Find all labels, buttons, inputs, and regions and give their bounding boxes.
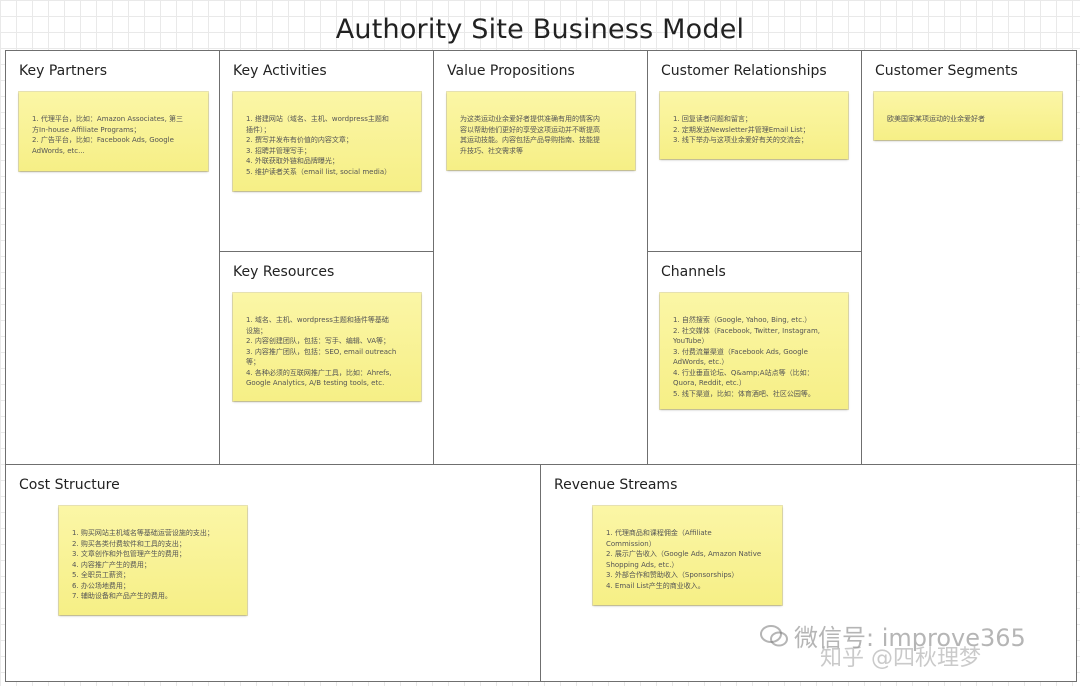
note-line: 5. 维护读者关系（email list, social media）: [246, 167, 392, 176]
channels-label: Channels: [661, 264, 726, 280]
note-line: 3. 文章创作和外包管理产生的费用；: [72, 550, 186, 558]
note-line: 1. 代理平台，比如：Amazon Associates, 第三: [32, 115, 184, 123]
key-activities-cell: Key Activities 1. 搭建网站（域名、主机、wordpress主题…: [219, 50, 435, 253]
cost-structure-note[interactable]: 1. 购买网站主机域名等基础运营设施的支出； 2. 购买各类付费软件和工具的支出；…: [59, 506, 247, 615]
key-resources-label: Key Resources: [233, 264, 335, 280]
note-line: 3. 外部合作和赞助收入（Sponsorships）: [606, 571, 739, 579]
value-propositions-cell: Value Propositions 为这类运动业余爱好者提供准确有用的情客内容…: [433, 50, 649, 466]
note-line: 4. Email List产生的商业收入。: [606, 581, 705, 590]
note-line: 3. 招聘并管理写手；: [246, 146, 311, 155]
note-line: 1. 搭建网站（域名、主机、wordpress主题和: [246, 115, 389, 123]
note-line: AdWords, etc...: [32, 146, 85, 155]
note-line: 4. 外联获取外链和品牌曝光；: [246, 157, 339, 165]
note-line: 1. 回复读者问题和留言；: [673, 115, 752, 123]
note-line: Commission）: [606, 539, 656, 548]
note-line: 其运动技能。内容包括产品导购指南、技能提: [460, 136, 600, 144]
note-line: 升技巧、社交需求等: [460, 146, 523, 155]
cost-structure-label: Cost Structure: [19, 477, 120, 493]
customer-segments-label: Customer Segments: [875, 63, 1018, 79]
note-line: Quora, Reddit, etc.）: [673, 379, 746, 387]
note-line: 4. 行业垂直论坛、Q&amp;A站点等（比如：: [673, 368, 814, 377]
wechat-icon: [760, 624, 788, 647]
note-line: 5. 全职员工薪资；: [72, 571, 130, 579]
note-line: 插件）；: [246, 125, 271, 134]
revenue-streams-label: Revenue Streams: [554, 477, 678, 493]
note-line: 1. 代理商品和课程佣金（Affiliate: [606, 529, 712, 537]
note-line: YouTube）: [673, 337, 709, 345]
note-line: 2. 购买各类付费软件和工具的支出；: [72, 539, 186, 548]
note-line: 3. 付费流量渠道（Facebook Ads, Google: [673, 347, 808, 356]
note-line: 设施；: [246, 326, 267, 335]
note-line: 3. 内容推广团队，包括：SEO, email outreach: [246, 347, 397, 356]
note-line: 2. 广告平台，比如：Facebook Ads, Google: [32, 136, 174, 144]
key-activities-label: Key Activities: [233, 63, 327, 79]
key-activities-note[interactable]: 1. 搭建网站（域名、主机、wordpress主题和插件）； 2. 撰写并发布有价…: [233, 92, 421, 191]
watermark-primary-text: 微信号: improve365: [794, 624, 1026, 652]
note-line: 方In-house Affiliate Programs；: [32, 125, 141, 134]
channels-note[interactable]: 1. 自然搜索（Google, Yahoo, Bing, etc.） 2. 社交媒…: [660, 293, 848, 409]
note-line: 2. 定期发送Newsletter并管理Email List；: [673, 125, 810, 134]
customer-relationships-cell: Customer Relationships 1. 回复读者问题和留言； 2. 定…: [647, 50, 863, 253]
note-line: 2. 展示广告收入（Google Ads, Amazon Native: [606, 550, 762, 558]
note-line: 4. 内容推广产生的费用；: [72, 560, 151, 569]
key-partners-note[interactable]: 1. 代理平台，比如：Amazon Associates, 第三方In-hous…: [19, 92, 208, 171]
note-line: 2. 内容创建团队，包括：写手、编辑、VA等；: [246, 337, 391, 345]
key-resources-cell: Key Resources 1. 域名、主机、wordpress主题和插件等基础…: [219, 251, 435, 466]
customer-relationships-label: Customer Relationships: [661, 63, 827, 79]
customer-segments-cell: Customer Segments 欧美国家某项运动的业余爱好者: [861, 50, 1077, 466]
note-line: 4. 各种必须的互联网推广工具，比如：Ahrefs,: [246, 368, 392, 377]
customer-segments-note[interactable]: 欧美国家某项运动的业余爱好者: [874, 92, 1062, 140]
note-line: AdWords, etc.）: [673, 358, 729, 366]
note-line: 7. 辅助设备和产品产生的费用。: [72, 592, 172, 600]
note-line: Google Analytics, A/B testing tools, etc…: [246, 379, 385, 387]
note-line: 为这类运动业余爱好者提供准确有用的情客内: [460, 115, 600, 123]
note-line: 等；: [246, 358, 260, 366]
note-line: 2. 社交媒体（Facebook, Twitter, Instagram,: [673, 326, 820, 335]
key-partners-label: Key Partners: [19, 63, 108, 79]
note-line: 1. 自然搜索（Google, Yahoo, Bing, etc.）: [673, 316, 812, 324]
watermark-secondary: 知乎 @四秋理梦: [820, 646, 981, 671]
key-partners-cell: Key Partners 1. 代理平台，比如：Amazon Associate…: [5, 50, 221, 466]
page-title: Authority Site Business Model: [335, 14, 745, 45]
cost-structure-cell: Cost Structure 1. 购买网站主机域名等基础运营设施的支出； 2. …: [5, 464, 542, 682]
note-line: 3. 线下举办与这项业余爱好有关的交流会；: [673, 136, 808, 144]
note-line: 1. 购买网站主机域名等基础运营设施的支出；: [72, 529, 214, 537]
value-propositions-note[interactable]: 为这类运动业余爱好者提供准确有用的情客内容以帮助他们更好的享受这项运动并不断提高…: [447, 92, 635, 170]
value-propositions-label: Value Propositions: [447, 63, 575, 79]
note-line: 5. 线下渠道，比如：体育酒吧、社区公园等。: [673, 389, 815, 398]
note-line: 欧美国家某项运动的业余爱好者: [887, 115, 985, 123]
note-line: Shopping Ads, etc.）: [606, 560, 679, 569]
note-line: 6. 办公场地费用；: [72, 581, 130, 590]
channels-cell: Channels 1. 自然搜索（Google, Yahoo, Bing, et…: [647, 251, 863, 466]
watermark-primary: 微信号: improve365: [760, 618, 1026, 653]
note-line: 2. 撰写并发布有价值的内容文章；: [246, 136, 353, 144]
note-line: 容以帮助他们更好的享受这项运动并不断提高: [460, 125, 600, 134]
note-line: 1. 域名、主机、wordpress主题和插件等基础: [246, 316, 389, 324]
customer-relationships-note[interactable]: 1. 回复读者问题和留言； 2. 定期发送Newsletter并管理Email L…: [660, 92, 848, 159]
key-resources-note[interactable]: 1. 域名、主机、wordpress主题和插件等基础设施； 2. 内容创建团队，包…: [233, 293, 421, 401]
